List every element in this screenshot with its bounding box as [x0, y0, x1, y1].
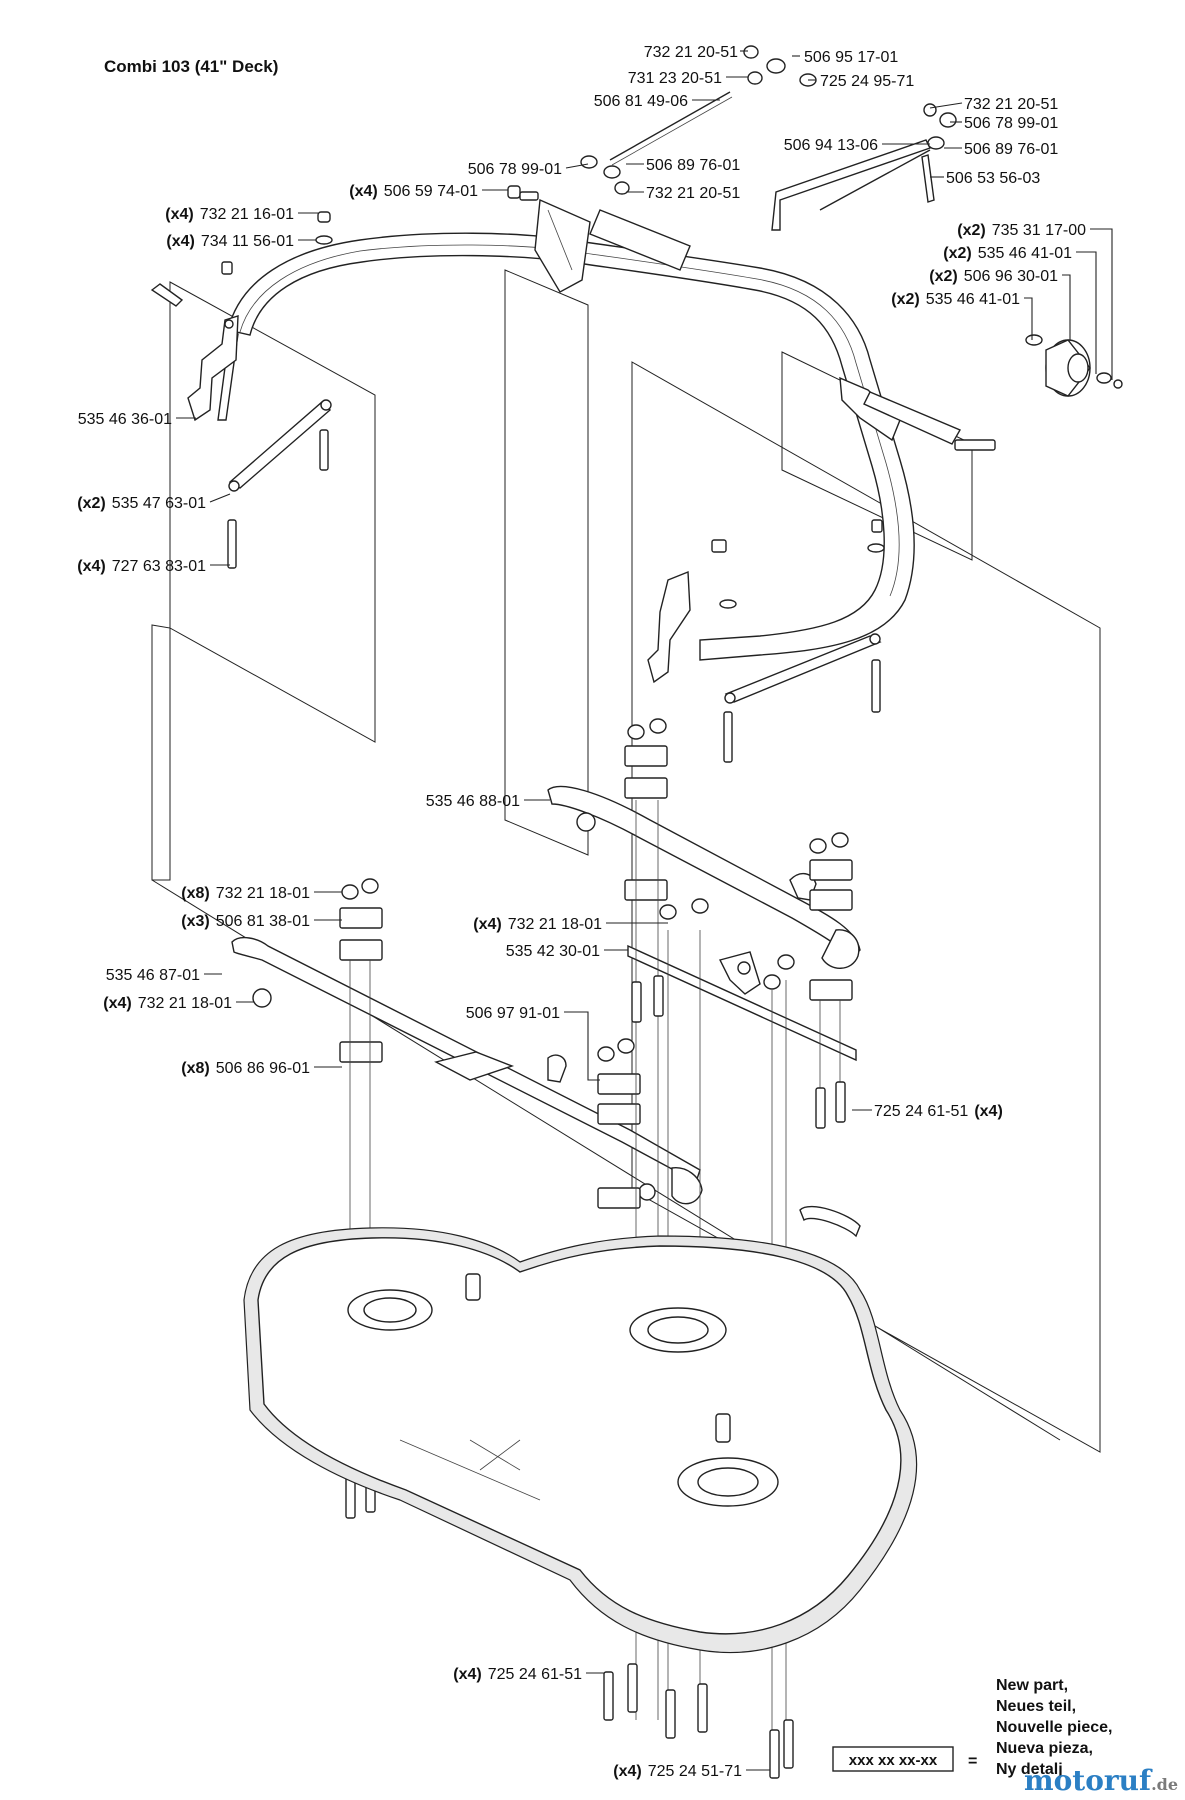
diagram-title: Combi 103 (41" Deck) — [104, 57, 278, 76]
left-link-arm — [228, 399, 332, 492]
brand-logo: motoruf.de — [1024, 1764, 1178, 1797]
mower-deck-housing — [243, 1205, 918, 1654]
left-mount-bracket — [187, 315, 239, 422]
callout-label: 725 24 95-71 — [820, 73, 914, 90]
callout-label: (x4)734 11 56-01 — [166, 233, 294, 250]
legend-line-1: New part, — [996, 1677, 1068, 1694]
clamp-blocks — [339, 718, 853, 1209]
callout-label: (x2)535 47 63-01 — [77, 495, 206, 512]
callout-label: 535 46 87-01 — [106, 967, 200, 984]
callout-label: (x3)506 81 38-01 — [181, 913, 310, 930]
callout-label: (x4)725 24 51-71 — [613, 1763, 742, 1780]
right-frame-bracket — [839, 376, 996, 451]
legend-equals: = — [968, 1753, 977, 1770]
callout-label: (x8)506 86 96-01 — [181, 1060, 310, 1077]
handle-frame-tube — [227, 232, 915, 661]
callout-label: 506 97 91-01 — [466, 1005, 560, 1022]
callout-labels: 732 21 20-51 506 95 17-01 731 23 20-51 7… — [77, 44, 1086, 1780]
leader-lines — [176, 50, 1113, 1771]
callout-label: (x4)506 59 74-01 — [349, 183, 478, 200]
callout-label: (x4)732 21 18-01 — [103, 995, 232, 1012]
new-part-legend: xxx xx xx-xx = New part, Neues teil, Nou… — [832, 1677, 1113, 1778]
projection-plane-right — [631, 361, 1101, 1453]
callout-label: 506 95 17-01 — [804, 49, 898, 66]
callout-label: 506 78 99-01 — [964, 115, 1058, 132]
deck-lift-arm-upper — [547, 785, 861, 969]
callout-label: 732 21 20-51 — [646, 185, 740, 202]
callout-label: 506 89 76-01 — [646, 157, 740, 174]
callout-label: (x4)732 21 16-01 — [165, 206, 294, 223]
callout-label: (x2)535 46 41-01 — [943, 245, 1072, 262]
left-hardware — [150, 211, 333, 569]
legend-line-3: Nouvelle piece, — [996, 1719, 1113, 1736]
callout-label: 535 42 30-01 — [506, 943, 600, 960]
callout-label: 725 24 61-51(x4) — [874, 1103, 1003, 1120]
projection-plane-center-tall — [504, 269, 589, 856]
callout-label: (x2)535 46 41-01 — [891, 291, 1020, 308]
legend-line-5: Ny detalj — [996, 1761, 1063, 1778]
top-linkage — [507, 45, 957, 231]
legend-line-2: Neues teil, — [996, 1698, 1076, 1715]
roller-wheel — [1025, 334, 1123, 397]
callout-label: 731 23 20-51 — [628, 70, 722, 87]
front-lift-rod — [231, 936, 703, 1205]
callout-label: (x4)725 24 61-51 — [453, 1666, 582, 1683]
pivot-bar — [627, 944, 857, 1062]
callout-label: 506 78 99-01 — [468, 161, 562, 178]
callout-label: 506 89 76-01 — [964, 141, 1058, 158]
callout-label: 506 81 49-06 — [594, 93, 688, 110]
callout-label: (x4)727 63 83-01 — [77, 558, 206, 575]
center-bracket — [534, 198, 691, 293]
callout-label: (x2)506 96 30-01 — [929, 268, 1058, 285]
projection-plane-left-lower — [151, 624, 171, 881]
legend-line-4: Nueva pieza, — [996, 1740, 1093, 1757]
callout-label: 535 46 36-01 — [78, 411, 172, 428]
brand-logo-text: motoruf.de — [1024, 1764, 1178, 1797]
callout-label: (x2)735 31 17-00 — [957, 222, 1086, 239]
legend-box-text: xxx xx xx-xx — [849, 1752, 938, 1769]
callout-label: 732 21 20-51 — [644, 44, 738, 61]
right-lower-bracket — [647, 519, 885, 763]
callout-label: 506 53 56-03 — [946, 170, 1040, 187]
callout-label: 732 21 20-51 — [964, 96, 1058, 113]
callout-label: 535 46 88-01 — [426, 793, 520, 810]
legend-part-number-box — [832, 1746, 954, 1772]
callout-label: (x8)732 21 18-01 — [181, 885, 310, 902]
callout-label: (x4)732 21 18-01 — [473, 916, 602, 933]
projection-plane-left-upper — [169, 281, 376, 743]
callout-label: 506 94 13-06 — [784, 137, 878, 154]
